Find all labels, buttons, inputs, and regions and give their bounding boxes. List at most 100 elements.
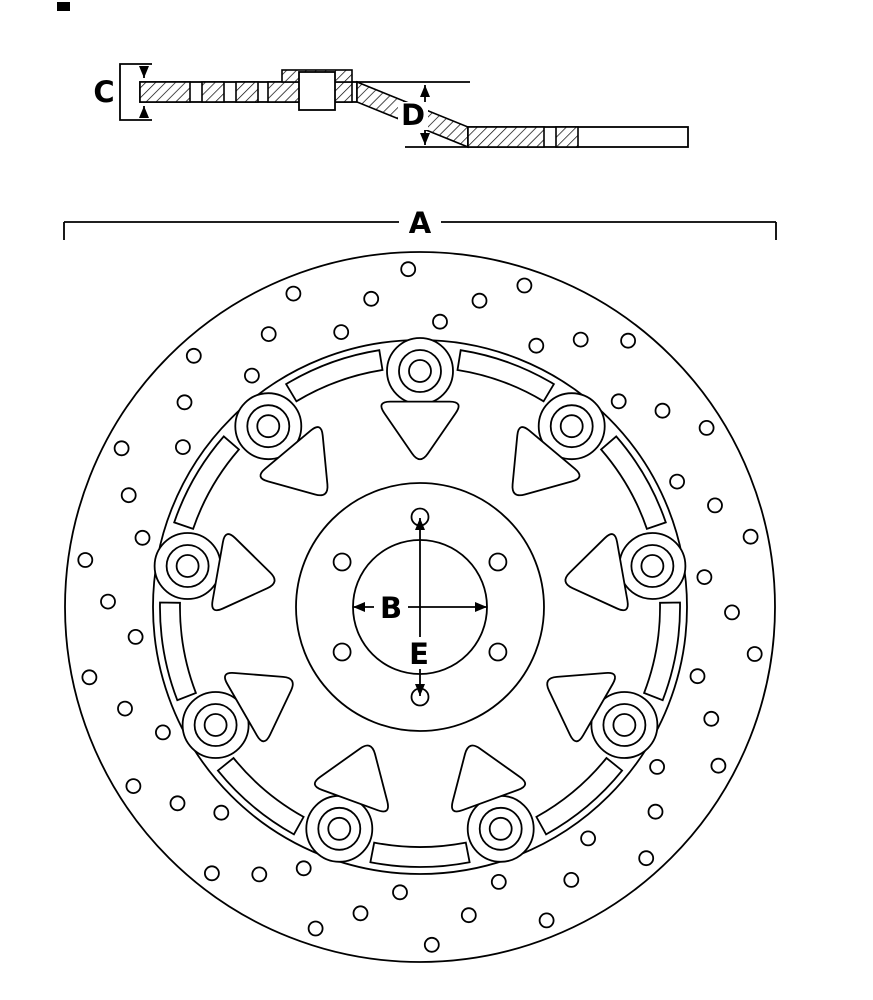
band-hole	[746, 646, 763, 662]
band-hole	[333, 324, 350, 341]
dim-label-e: E	[409, 637, 429, 671]
band-hole	[423, 936, 440, 953]
bolt-hole	[332, 642, 352, 662]
dim-b-mask	[374, 590, 408, 622]
dimension-b: B	[353, 590, 487, 625]
dim-c-bracket	[119, 63, 152, 121]
section-hatch	[201, 81, 225, 103]
band-hole	[649, 759, 665, 775]
carrier-cutout	[564, 533, 629, 612]
band-hole	[169, 795, 186, 812]
carrier-slot	[216, 756, 305, 836]
dim-label-a: A	[409, 206, 432, 240]
band-hole	[432, 313, 448, 330]
band-hole	[120, 487, 137, 504]
band-hole	[742, 528, 759, 545]
dim-e-mask	[402, 637, 436, 669]
band-hole	[696, 569, 713, 585]
section-view: C D	[93, 63, 689, 149]
carrier-cutout	[380, 400, 460, 461]
section-hatch	[467, 126, 545, 148]
button-body-section	[298, 71, 336, 111]
band-hole	[490, 874, 507, 890]
band-hole	[81, 669, 98, 686]
carrier-cutout	[451, 744, 527, 813]
float-button-inner	[408, 359, 432, 383]
band-hole	[203, 865, 220, 882]
carrier-cutout	[259, 426, 329, 497]
band-hole	[528, 337, 545, 354]
dim-d-mask	[398, 102, 428, 130]
band-hole	[400, 261, 417, 278]
band-hole	[77, 552, 94, 568]
float-button-inner	[612, 713, 637, 737]
carrier-slot	[535, 756, 624, 836]
section-hatch	[139, 81, 191, 103]
front-view	[64, 251, 776, 963]
band-hole	[307, 920, 324, 937]
band-hole	[154, 724, 171, 741]
band-hole	[471, 292, 488, 309]
section-hatch	[235, 81, 259, 103]
carrier-slot	[456, 349, 556, 403]
float-button-inner	[327, 816, 352, 841]
band-hole	[243, 367, 260, 384]
band-hole	[134, 529, 151, 546]
band-hole	[669, 473, 685, 490]
dimension-a: A	[63, 205, 777, 240]
carrier-slot	[369, 841, 471, 868]
band-hole	[516, 277, 533, 294]
bolt-hole	[332, 552, 352, 572]
float-button-inner	[256, 414, 281, 439]
band-hole	[563, 872, 580, 888]
carrier-cutout	[211, 533, 276, 612]
band-hole	[460, 907, 477, 924]
carrier-slot	[173, 435, 241, 531]
carrier-cutout	[224, 672, 294, 743]
band-hole	[689, 668, 706, 685]
band-hole	[127, 629, 144, 645]
dim-label-b: B	[380, 591, 402, 625]
band-hole	[698, 419, 715, 436]
float-button-inner	[203, 713, 228, 737]
dim-label-d: D	[401, 98, 425, 132]
band-hole	[117, 700, 133, 717]
band-hole	[710, 757, 727, 774]
section-hatch	[555, 126, 579, 148]
artifact-mark	[57, 2, 70, 11]
band-hole	[185, 347, 202, 364]
float-button-inner	[559, 414, 584, 439]
dim-label-c: C	[93, 75, 114, 109]
band-hole	[125, 778, 142, 794]
band-hole	[176, 394, 193, 411]
band-hole	[260, 326, 277, 343]
band-hole	[580, 830, 596, 847]
carrier-slot	[642, 601, 681, 702]
band-hole	[174, 439, 191, 456]
band-hole	[647, 803, 664, 820]
band-hole	[703, 710, 720, 727]
carrier-cutout	[511, 426, 581, 497]
carrier-cutout	[313, 744, 389, 813]
band-hole	[363, 290, 380, 307]
band-hole	[251, 866, 268, 883]
band-hole	[100, 593, 116, 610]
band-hole	[707, 497, 723, 514]
band-hole	[638, 850, 655, 867]
band-hole	[620, 332, 636, 349]
band-hole	[295, 860, 312, 877]
band-hole	[392, 884, 408, 901]
dimension-e: E	[402, 518, 436, 696]
band-hole	[654, 402, 671, 419]
band-hole	[724, 604, 740, 621]
rotor-outer-edge	[64, 251, 776, 963]
band-hole	[538, 912, 555, 929]
carrier-slot	[599, 435, 667, 531]
float-button-inner	[488, 816, 513, 841]
carrier-slot	[159, 601, 198, 702]
carrier-cutout	[546, 672, 616, 743]
carrier-slot	[284, 349, 384, 403]
bolt-hole	[488, 552, 508, 572]
